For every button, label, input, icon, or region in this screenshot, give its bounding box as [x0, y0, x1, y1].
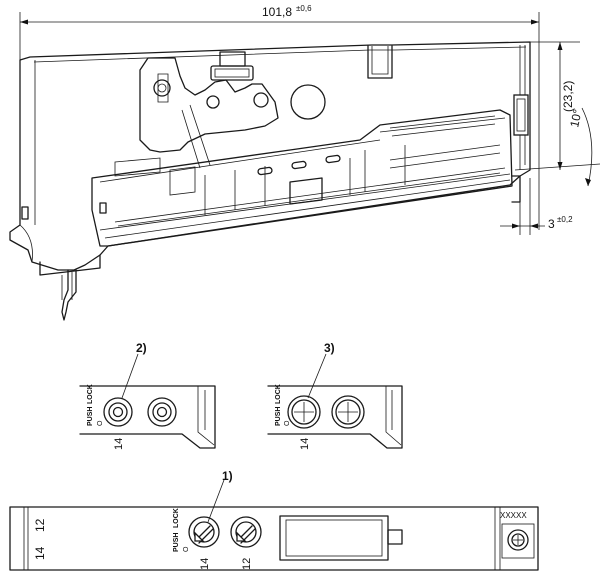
- push-label: PUSH: [173, 533, 180, 552]
- side-view: [9, 41, 531, 321]
- width-tolerance: ±0,6: [296, 4, 312, 13]
- left-14-label: 14: [33, 546, 47, 560]
- height-value: (23,2): [561, 81, 575, 112]
- front-view: XXXXX 14 12 PUSH LOCK O 14 12 1): [9, 469, 539, 571]
- push-label: PUSH: [87, 407, 94, 426]
- terminal-12-label: 12: [241, 558, 253, 570]
- terminal-14-label: 14: [199, 558, 211, 570]
- lock-label: LOCK: [87, 384, 94, 404]
- detail-view-2: PUSH LOCK O 14 2): [79, 341, 216, 450]
- dimension-right: (23,2) 10° 3 ±0,2: [500, 41, 600, 235]
- callout-1: 1): [222, 469, 233, 483]
- circle-symbol: O: [284, 420, 291, 426]
- terminal-14-label: 14: [113, 438, 125, 450]
- width-value: 101,8: [262, 5, 292, 19]
- offset-tolerance: ±0,2: [557, 215, 573, 224]
- left-12-label: 12: [33, 518, 47, 532]
- push-label: PUSH: [275, 407, 282, 426]
- offset-value: 3: [548, 217, 555, 231]
- circle-symbol: O: [97, 420, 104, 426]
- circle-symbol: O: [183, 546, 190, 552]
- lock-label: LOCK: [173, 508, 180, 528]
- detail-view-3: PUSH LOCK O 14 3): [267, 341, 403, 450]
- serial-label: XXXXX: [500, 511, 527, 520]
- terminal-14-label: 14: [299, 438, 311, 450]
- callout-2: 2): [136, 341, 147, 355]
- lock-label: LOCK: [275, 384, 282, 404]
- angle-value: 10°: [567, 108, 585, 129]
- callout-3: 3): [324, 341, 335, 355]
- dimension-width: 101,8 ±0,6: [19, 4, 540, 230]
